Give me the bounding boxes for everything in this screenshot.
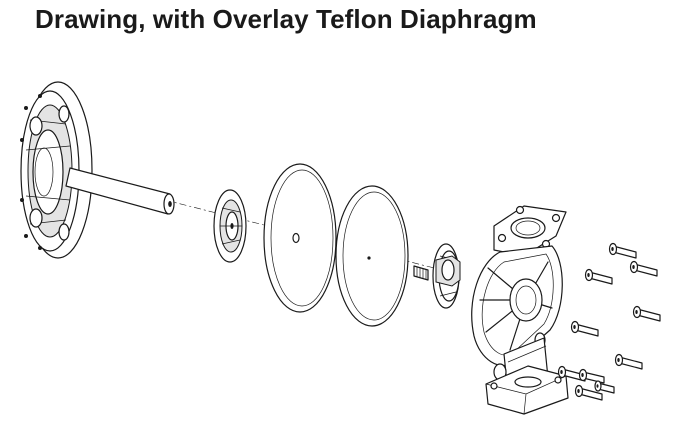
cap-screw [594,380,615,394]
cap-screw [632,305,661,322]
inner-diaphragm-plate [213,189,247,263]
cap-screw [614,353,643,370]
cap-screw [570,320,599,337]
outer-diaphragm-plate [413,243,461,309]
cap-screw [578,368,605,384]
cap-screw [629,260,658,277]
inner-air-chamber-plate [20,81,93,259]
overlay-teflon-diaphragm [335,185,409,327]
diaphragm-shaft [65,167,175,215]
cap-screw [584,268,613,285]
liquid-chamber [471,205,569,415]
page-title: Drawing, with Overlay Teflon Diaphragm [35,4,537,34]
cap-screw [557,365,586,382]
cap-screw [574,384,603,401]
cap-screw [608,242,637,259]
backup-diaphragm [263,163,337,313]
